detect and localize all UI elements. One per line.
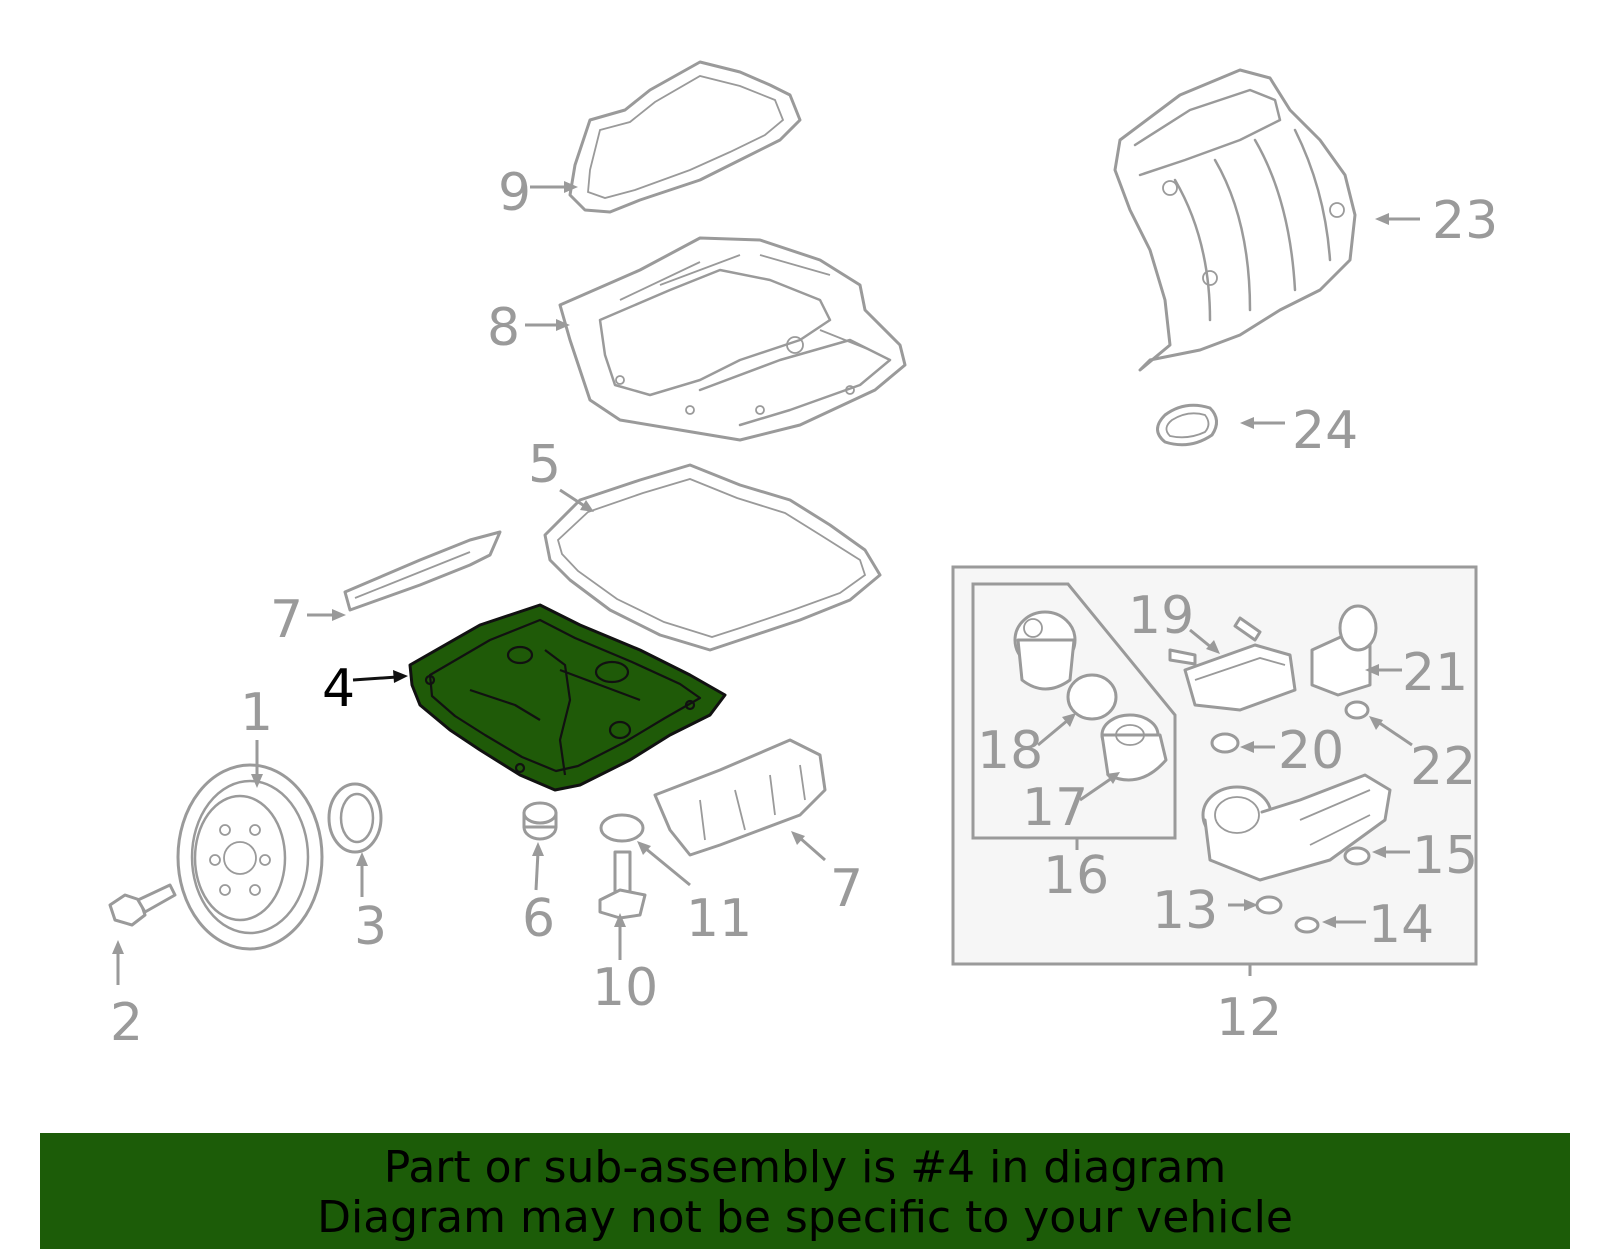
banner-line-part: Part or sub-assembly is #4 in diagram: [383, 1142, 1227, 1193]
callout-15[interactable]: 15: [1412, 826, 1478, 886]
part-11-o-ring[interactable]: [599, 813, 645, 843]
callout-5[interactable]: 5: [528, 435, 561, 495]
part-20-o-ring[interactable]: [1210, 732, 1240, 754]
callout-18[interactable]: 18: [977, 721, 1043, 781]
callout-3[interactable]: 3: [354, 897, 387, 957]
part-19-oil-cooler[interactable]: [1168, 616, 1297, 712]
callout-24[interactable]: 24: [1292, 401, 1358, 461]
callout-20[interactable]: 20: [1278, 721, 1344, 781]
filter-housing[interactable]: [1201, 773, 1392, 882]
callout-8[interactable]: 8: [487, 298, 520, 358]
callout-4[interactable]: 4: [322, 659, 355, 719]
part-23-intake-manifold[interactable]: [1113, 68, 1357, 372]
callout-7-right[interactable]: 7: [830, 859, 863, 919]
part-5-oil-pan-gasket[interactable]: [543, 463, 882, 652]
banner-line-disclaimer: Diagram may not be specific to your vehi…: [317, 1192, 1293, 1243]
part-22-o-ring[interactable]: [1344, 700, 1370, 720]
part-3-seal[interactable]: [327, 782, 383, 854]
part-24-manifold-gasket[interactable]: [1156, 403, 1218, 447]
part-7-baffle-left[interactable]: [343, 530, 502, 612]
callout-numbers: 9 8 23 24 5 7 4 1 3 6 11 7 2 10 19 21 18…: [110, 163, 1498, 1053]
part-6-plug[interactable]: [522, 801, 558, 841]
part-9-gasket[interactable]: [568, 60, 802, 214]
callout-11[interactable]: 11: [686, 889, 752, 949]
part-13-o-ring[interactable]: [1255, 895, 1283, 915]
part-8-upper-oil-pan[interactable]: [558, 236, 907, 442]
callout-16[interactable]: 16: [1043, 846, 1109, 906]
part-2-bolt[interactable]: [108, 883, 177, 927]
part-4-oil-pan[interactable]: [408, 603, 727, 792]
part-7-baffle-right[interactable]: [653, 738, 827, 857]
callout-17[interactable]: 17: [1022, 778, 1088, 838]
part-21-valve[interactable]: [1310, 604, 1378, 697]
leader-lines: [112, 181, 1420, 985]
part-17-filter-element[interactable]: [1100, 713, 1168, 782]
callout-6[interactable]: 6: [522, 889, 555, 949]
callout-7-left[interactable]: 7: [270, 590, 303, 650]
callout-9[interactable]: 9: [498, 163, 531, 223]
callout-14[interactable]: 14: [1368, 895, 1434, 955]
callout-21[interactable]: 21: [1402, 643, 1468, 703]
callout-2[interactable]: 2: [110, 993, 143, 1053]
part-18-filter-cap[interactable]: [1013, 610, 1118, 721]
callout-10[interactable]: 10: [592, 958, 658, 1018]
assembly-box-12[interactable]: [951, 565, 1478, 966]
callout-12[interactable]: 12: [1216, 988, 1282, 1048]
callout-22[interactable]: 22: [1410, 737, 1476, 797]
callout-1[interactable]: 1: [240, 683, 273, 743]
callout-13[interactable]: 13: [1152, 881, 1218, 941]
callout-23[interactable]: 23: [1432, 191, 1498, 251]
callout-19[interactable]: 19: [1128, 586, 1194, 646]
part-10-drain-plug[interactable]: [598, 850, 647, 920]
part-15-o-ring[interactable]: [1343, 846, 1371, 866]
part-1-pulley[interactable]: [176, 763, 324, 951]
part-14-o-ring[interactable]: [1294, 916, 1320, 934]
info-banner: Part or sub-assembly is #4 in diagram Di…: [40, 1133, 1570, 1249]
